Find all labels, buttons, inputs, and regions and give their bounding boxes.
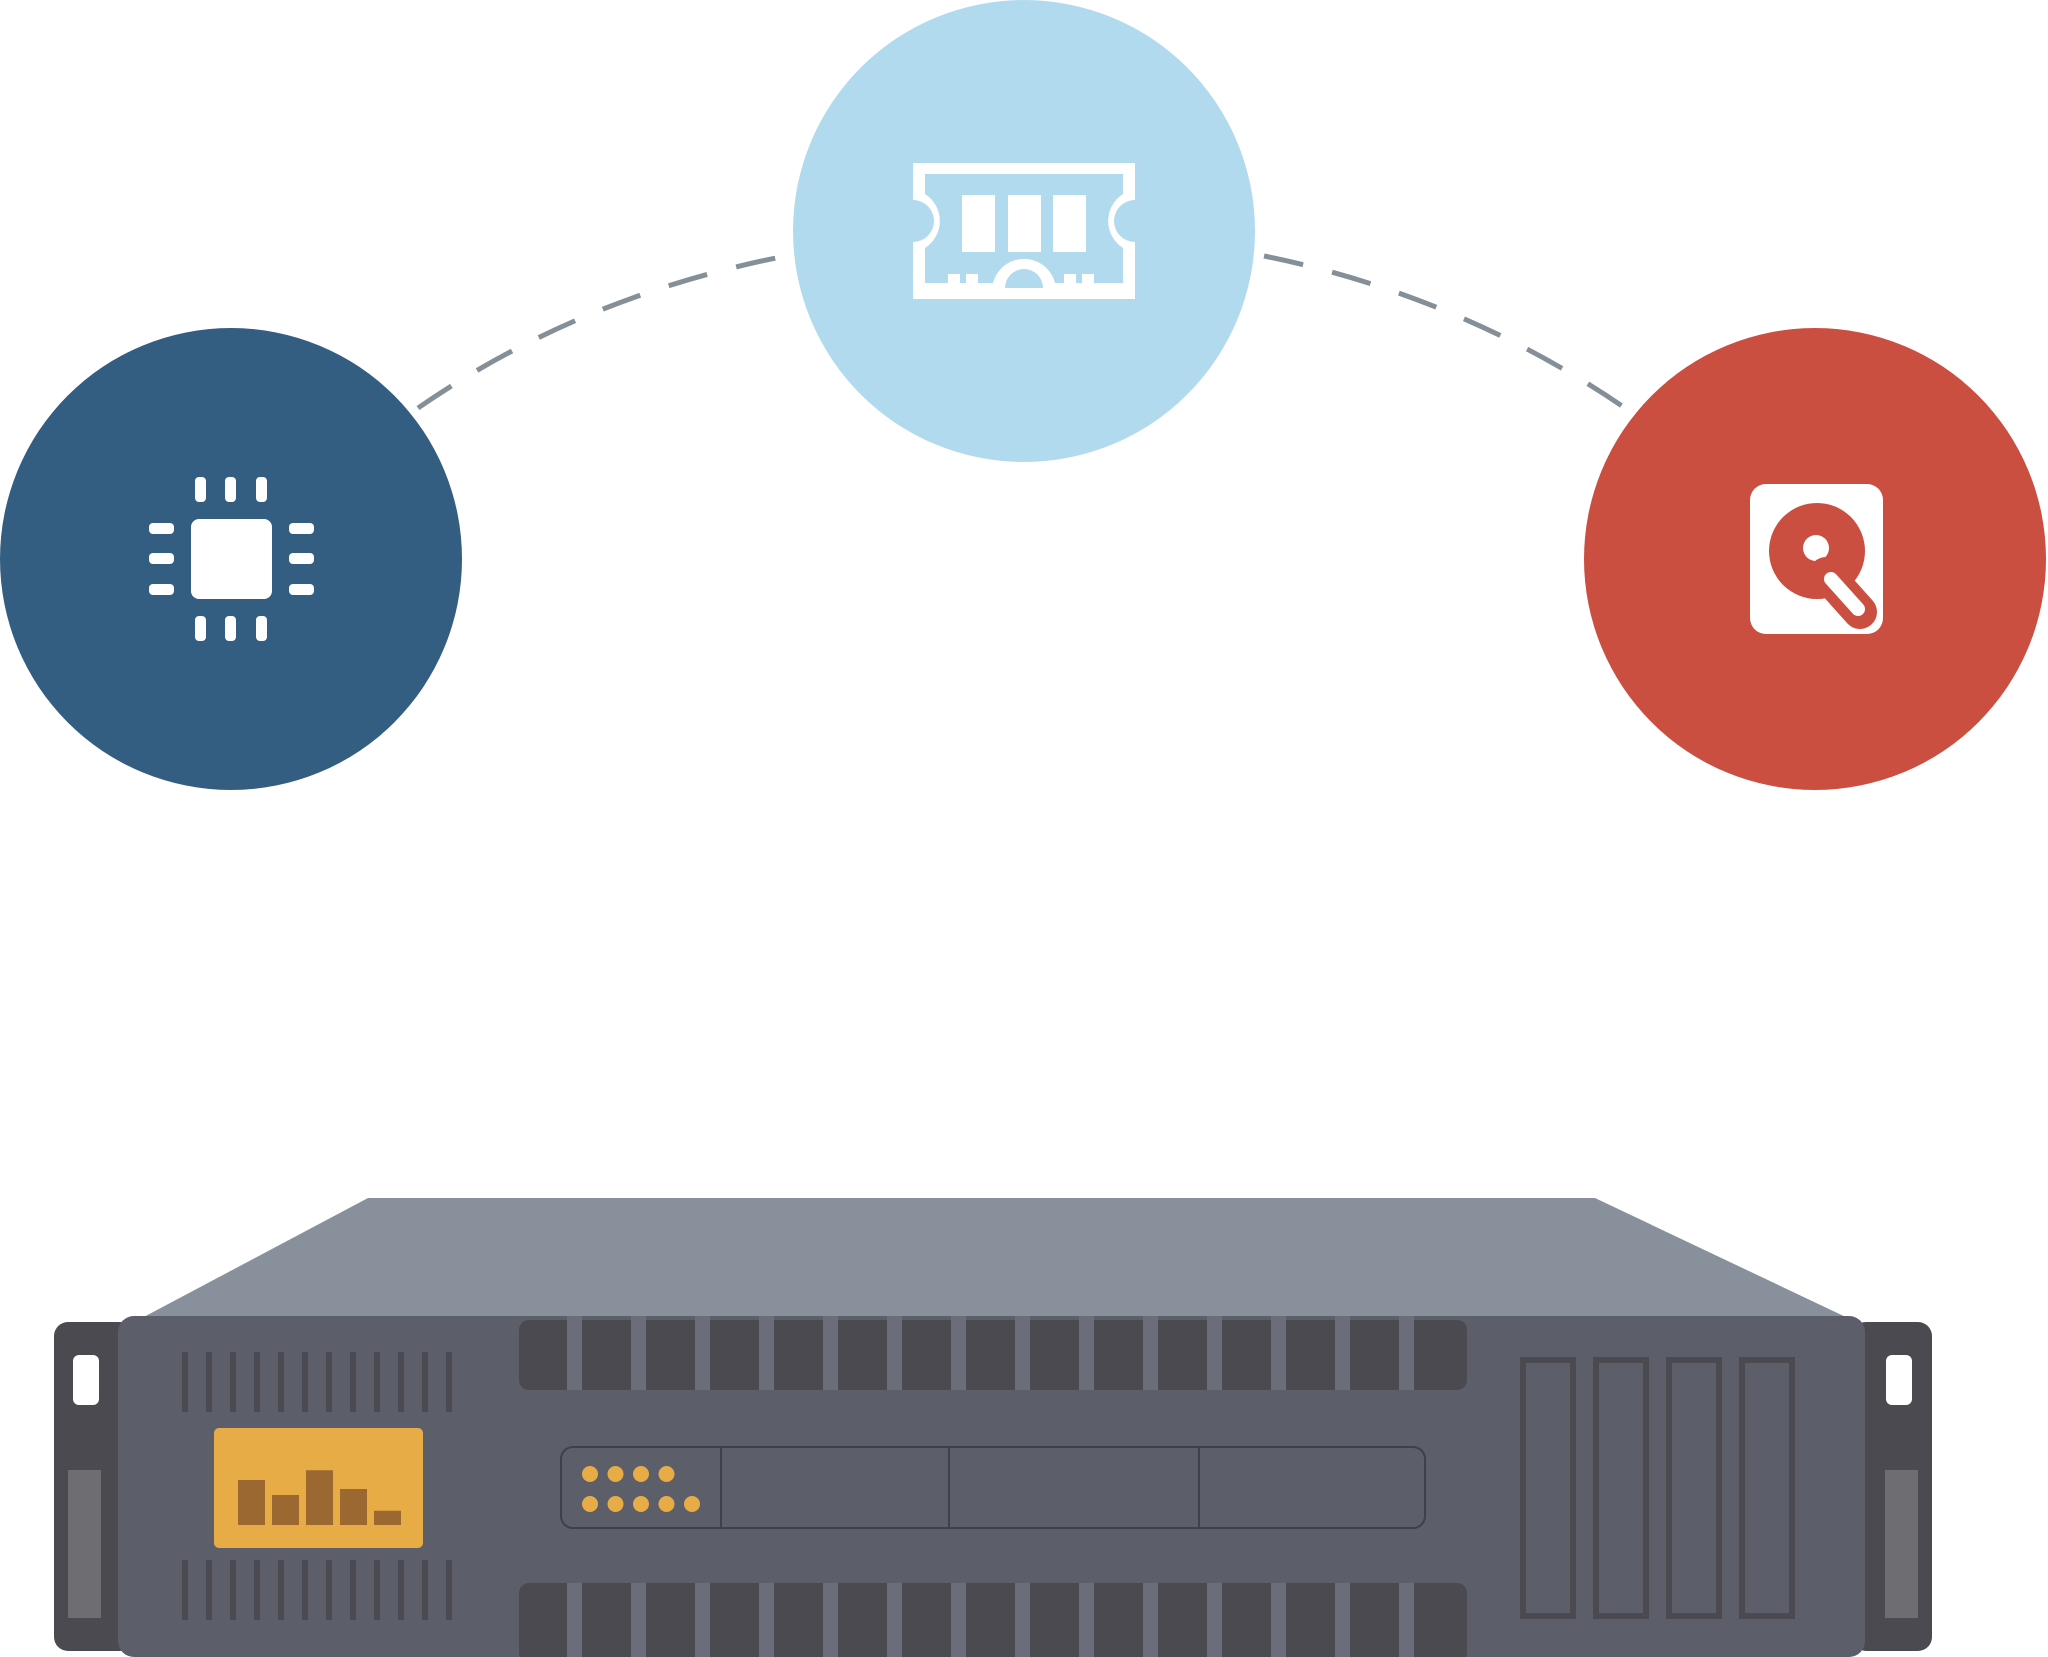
vent-slot	[1399, 1316, 1414, 1390]
vent-slot	[1399, 1583, 1414, 1657]
status-led	[582, 1496, 598, 1512]
vent-slit	[398, 1560, 404, 1620]
vent-slot	[823, 1316, 838, 1390]
status-led	[607, 1466, 624, 1482]
vent-slit	[326, 1352, 332, 1412]
vent-slot	[1143, 1583, 1158, 1657]
vent-slot	[759, 1316, 774, 1390]
status-display-bars	[238, 1470, 401, 1525]
vent-slot	[567, 1583, 582, 1657]
display-bar	[374, 1510, 401, 1525]
vent-slot	[1271, 1316, 1286, 1390]
status-leds	[582, 1466, 700, 1512]
vent-slot	[951, 1583, 966, 1657]
vent-slit	[206, 1352, 212, 1412]
vent-slit	[254, 1560, 260, 1620]
vent-slit	[278, 1352, 284, 1412]
vent-slot	[759, 1583, 774, 1657]
connector-memory-disk	[1263, 253, 1630, 413]
front-control-panel	[560, 1446, 1426, 1529]
vent-slot	[951, 1316, 966, 1390]
vent-slit	[374, 1560, 380, 1620]
front-panel-dividers	[720, 1447, 1200, 1528]
display-bar	[340, 1489, 367, 1525]
drive-bay-face	[1599, 1363, 1643, 1613]
vent-slot	[1015, 1583, 1030, 1657]
vent-slit	[422, 1352, 428, 1412]
upper-vent-strip	[519, 1320, 1467, 1390]
status-led	[633, 1496, 649, 1512]
cpu-node	[0, 328, 462, 790]
display-bar	[238, 1480, 265, 1525]
lower-vent-strip	[519, 1583, 1467, 1657]
vent-slot	[1079, 1316, 1094, 1390]
vent-slot	[887, 1316, 902, 1390]
status-led	[684, 1496, 700, 1512]
vent-slit	[350, 1352, 356, 1412]
rack-server	[54, 1198, 1932, 1657]
vent-slit	[302, 1352, 308, 1412]
vent-slot	[631, 1316, 646, 1390]
rack-ear-left-handle	[68, 1470, 101, 1618]
vent-slot	[1207, 1583, 1222, 1657]
vent-slot	[1335, 1583, 1350, 1657]
vent-slot	[1271, 1583, 1286, 1657]
vent-slit	[422, 1560, 428, 1620]
display-bar	[272, 1495, 299, 1525]
vent-slit	[230, 1352, 236, 1412]
rack-ear-right-hole	[1886, 1355, 1912, 1405]
vent-slit	[182, 1352, 188, 1412]
hard-disk-icon	[1750, 484, 1883, 634]
vent-slit	[230, 1560, 236, 1620]
drive-bay-face	[1672, 1363, 1716, 1613]
display-bar	[306, 1470, 333, 1525]
vent-slit	[374, 1352, 380, 1412]
drive-bay-face	[1526, 1363, 1570, 1613]
vent-slit	[326, 1560, 332, 1620]
server-top-panel	[140, 1198, 1850, 1319]
vent-slit	[254, 1352, 260, 1412]
vent-slot	[631, 1583, 646, 1657]
status-led	[658, 1466, 675, 1482]
rack-ear-left-hole	[73, 1355, 99, 1405]
vent-slot	[1015, 1316, 1030, 1390]
vent-slot	[823, 1583, 838, 1657]
vent-slot	[1207, 1316, 1222, 1390]
status-led	[633, 1466, 649, 1482]
ram-module-icon	[913, 163, 1135, 299]
vent-slot	[695, 1316, 710, 1390]
vent-slot	[567, 1316, 582, 1390]
status-led	[658, 1496, 675, 1512]
cpu-chip-icon	[149, 477, 314, 641]
vent-slot	[695, 1583, 710, 1657]
memory-node	[793, 0, 1255, 462]
vent-slit	[446, 1560, 452, 1620]
upper-vent-slots	[567, 1316, 1414, 1390]
status-led	[582, 1466, 598, 1482]
vent-slot	[1079, 1583, 1094, 1657]
vent-slot	[887, 1583, 902, 1657]
vent-slot	[1335, 1316, 1350, 1390]
vent-slit	[182, 1560, 188, 1620]
status-led	[607, 1496, 624, 1512]
connector-cpu-memory	[416, 253, 787, 411]
rack-ear-right-handle	[1885, 1470, 1918, 1618]
lower-vent-slots	[567, 1583, 1414, 1657]
drive-bays	[1520, 1357, 1795, 1619]
vent-slit	[278, 1560, 284, 1620]
disk-node	[1584, 328, 2046, 790]
drive-bay-face	[1745, 1363, 1789, 1613]
vent-slit	[206, 1560, 212, 1620]
vent-slit	[350, 1560, 356, 1620]
vent-slot	[1143, 1316, 1158, 1390]
vent-slit	[446, 1352, 452, 1412]
left-vent	[182, 1352, 452, 1620]
vent-slit	[398, 1352, 404, 1412]
vent-slit	[302, 1560, 308, 1620]
